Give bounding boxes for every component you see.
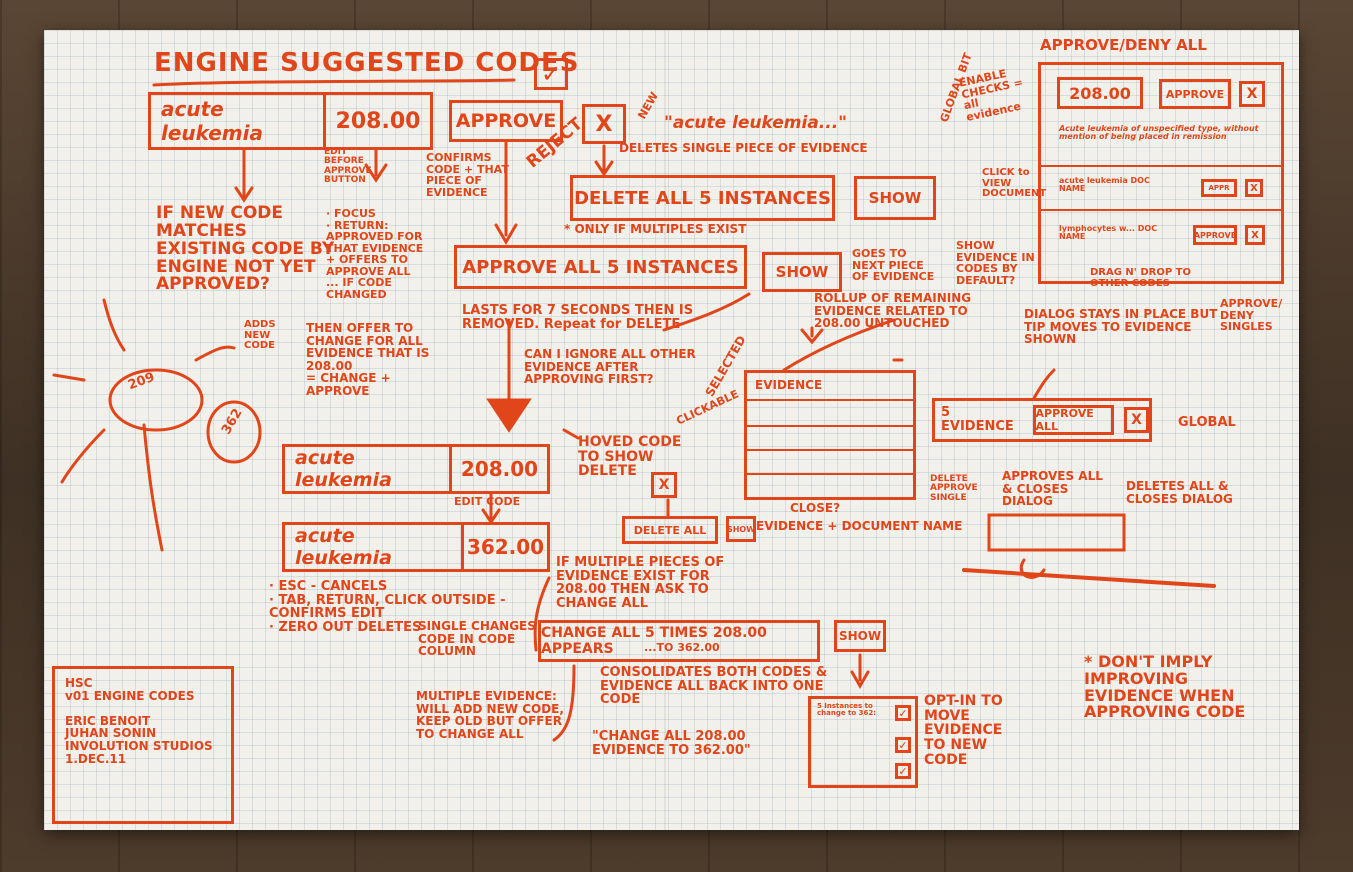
dialog-note: DIALOG STAYS IN PLACE BUT TIP MOVES TO E… xyxy=(1024,307,1218,347)
code-row-1-code[interactable]: 208.00 xyxy=(323,95,430,147)
evidence-popup-label: EVIDENCE xyxy=(755,378,823,392)
drag-drop-note: DRAG N' DROP TO OTHER CODES xyxy=(1090,267,1191,289)
panel-row-b: lymphocytes w... DOC NAME xyxy=(1059,224,1158,242)
paper-fold xyxy=(664,30,666,830)
if-new-code-note: IF NEW CODE MATCHES EXISTING CODE BY ENG… xyxy=(156,203,335,295)
code-row-2-description: acute leukemia xyxy=(295,447,392,491)
doodle-circle-a xyxy=(108,368,204,432)
panel-description: Acute leukemia of unspecified type, with… xyxy=(1059,124,1259,142)
then-offer-note: THEN OFFER TO CHANGE FOR ALL EVIDENCE TH… xyxy=(306,321,430,398)
check-icon: ✓ xyxy=(540,60,562,88)
long-underline xyxy=(962,568,1216,588)
multiple-pieces-note: IF MULTIPLE PIECES OF EVIDENCE EXIST FOR… xyxy=(556,555,725,611)
evidence-panel-sketch[interactable]: 208.00 APPROVE X Acute leukemia of unspe… xyxy=(1038,62,1284,284)
evidence-popup-sketch[interactable]: EVIDENCE xyxy=(744,370,916,500)
code-row-2[interactable]: acute leukemia 208.00 xyxy=(282,444,550,494)
panel-row-a-x[interactable]: X xyxy=(1245,179,1263,197)
confirms-note: CONFIRMS CODE + THAT PIECE OF EVIDENCE xyxy=(426,151,509,199)
show-small-button[interactable]: SHOW xyxy=(726,516,756,542)
panel-code-field[interactable]: 208.00 xyxy=(1057,77,1143,109)
approves-all-note: APPROVES ALL & CLOSES DIALOG xyxy=(1002,469,1103,509)
check-icon: ✓ xyxy=(898,764,908,778)
divider xyxy=(747,399,913,401)
sketch-arrows xyxy=(52,78,1216,742)
divider xyxy=(747,449,913,451)
code-row-3-code[interactable]: 362.00 xyxy=(461,525,547,569)
approve-deny-singles-note: APPROVE/ DENY SINGLES xyxy=(1220,297,1283,334)
new-quote: "acute leukemia..." xyxy=(664,113,848,133)
change-all-sub: ...TO 362.00 xyxy=(644,641,720,654)
check-icon: ✓ xyxy=(898,706,908,720)
approve-deny-all-note: APPROVE/DENY ALL xyxy=(1040,36,1207,54)
change-all-button[interactable]: CHANGE ALL 5 TIMES 208.00 APPEARS xyxy=(538,620,820,662)
deletes-all-note: DELETES ALL & CLOSES DIALOG xyxy=(1126,479,1233,506)
page-title: ENGINE SUGGESTED CODES xyxy=(154,48,580,78)
five-evidence-label: 5 EVIDENCE xyxy=(941,405,1014,434)
doodle-circle-b xyxy=(206,400,262,464)
title-checkbox[interactable]: ✓ xyxy=(534,58,568,90)
opt-in-dialog-sketch[interactable]: 5 Instances to change to 362: ✓ ✓ ✓ xyxy=(808,696,918,788)
can-ignore-note: CAN I IGNORE ALL OTHER EVIDENCE AFTER AP… xyxy=(524,347,696,387)
delete-approve-single-note: DELETE APPROVE SINGLE xyxy=(930,474,978,503)
rollup-note: ROLLUP OF REMAINING EVIDENCE RELATED TO … xyxy=(814,291,972,331)
deletes-single-note: DELETES SINGLE PIECE OF EVIDENCE xyxy=(619,141,868,155)
divider xyxy=(1041,209,1281,211)
approve-all-small-button[interactable]: APPROVE ALL xyxy=(1032,405,1115,435)
credits-sticker: HSC v01 ENGINE CODES ERIC BENOIT JUHAN S… xyxy=(52,666,234,824)
panel-reject-x[interactable]: X xyxy=(1239,81,1265,107)
show-button-middle[interactable]: SHOW xyxy=(762,252,842,292)
show-evidence-note: SHOW EVIDENCE IN CODES BY DEFAULT? xyxy=(956,239,1035,287)
panel-row-b-x[interactable]: X xyxy=(1245,225,1265,245)
check-icon: ✓ xyxy=(898,738,908,752)
approve-all-instances-button[interactable]: APPROVE ALL 5 INSTANCES xyxy=(454,245,747,289)
code-row-3-description: acute leukemia xyxy=(295,525,392,569)
panel-approve-button[interactable]: APPROVE xyxy=(1159,79,1231,109)
panel-row-a: acute leukemia DOC NAME xyxy=(1059,176,1150,194)
goes-to-next-note: GOES TO NEXT PIECE OF EVIDENCE xyxy=(852,247,935,284)
instances-dialog-text: 5 Instances to change to 362: xyxy=(817,702,877,718)
code-row-3[interactable]: acute leukemia 362.00 xyxy=(282,522,550,572)
opt-in-check-3[interactable]: ✓ xyxy=(895,763,911,779)
edit-before-approve-note: EDIT BEFORE APPROVE BUTTON xyxy=(324,147,372,186)
global-label: GLOBAL xyxy=(1178,415,1236,430)
click-to-view-note: CLICK to VIEW DOCUMENT xyxy=(982,167,1047,199)
code-row-1[interactable]: acute leukemia 208.00 xyxy=(148,92,433,150)
hovered-code-note: HOVED CODE TO SHOW DELETE xyxy=(578,434,682,480)
singles-changes-note: SINGLE CHANGES CODE IN CODE COLUMN xyxy=(418,619,536,659)
credits-text: HSC v01 ENGINE CODES ERIC BENOIT JUHAN S… xyxy=(65,676,213,766)
opt-in-note: OPT-IN TO MOVE EVIDENCE TO NEW CODE xyxy=(924,693,1003,768)
change-all-quote: "CHANGE ALL 208.00 EVIDENCE TO 362.00" xyxy=(592,729,751,758)
consolidates-note: CONSOLIDATES BOTH CODES & EVIDENCE ALL B… xyxy=(600,665,828,708)
five-evidence-bar[interactable]: 5 EVIDENCE APPROVE ALL X xyxy=(932,398,1152,442)
panel-row-b-approve[interactable]: APPROVE xyxy=(1193,225,1237,245)
code-row-1-description: acute leukemia xyxy=(161,97,264,145)
edit-code-label: EDIT CODE xyxy=(454,495,521,508)
divider xyxy=(747,473,913,475)
reject-x-button[interactable]: X xyxy=(582,104,626,144)
panel-row-a-approve[interactable]: APPR xyxy=(1201,179,1237,197)
opt-in-check-2[interactable]: ✓ xyxy=(895,737,911,753)
title-underline xyxy=(152,78,516,87)
multiple-evidence-note: MULTIPLE EVIDENCE: WILL ADD NEW CODE, KE… xyxy=(416,689,564,741)
focus-notes: · FOCUS · RETURN: APPROVED FOR THAT EVID… xyxy=(326,207,424,301)
dont-imply-note: * DON'T IMPLY IMPROVING EVIDENCE WHEN AP… xyxy=(1084,652,1246,722)
delete-all-x-button[interactable]: X xyxy=(1124,407,1149,433)
evidence-doc-name-note: EVIDENCE + DOCUMENT NAME xyxy=(756,519,963,533)
show-button-change[interactable]: SHOW xyxy=(834,620,886,652)
sketch-paper: ENGINE SUGGESTED CODES ✓ acute leukemia … xyxy=(44,30,1299,830)
delete-all-small-button[interactable]: DELETE ALL xyxy=(622,516,718,544)
delete-all-instances-button[interactable]: DELETE ALL 5 INSTANCES xyxy=(570,175,835,221)
code-row-2-code[interactable]: 208.00 xyxy=(449,447,547,491)
opt-in-check-1[interactable]: ✓ xyxy=(895,705,911,721)
esc-notes: · ESC - CANCELS · TAB, RETURN, CLICK OUT… xyxy=(269,579,506,635)
divider xyxy=(1041,165,1281,167)
show-button-top[interactable]: SHOW xyxy=(854,176,936,220)
close-question: CLOSE? xyxy=(790,501,841,515)
hover-delete-x[interactable]: X xyxy=(651,472,677,498)
only-if-multiple-note: * ONLY IF MULTIPLES EXIST xyxy=(564,222,747,236)
adds-new-code-note: ADDS NEW CODE xyxy=(244,319,276,351)
divider xyxy=(747,425,913,427)
